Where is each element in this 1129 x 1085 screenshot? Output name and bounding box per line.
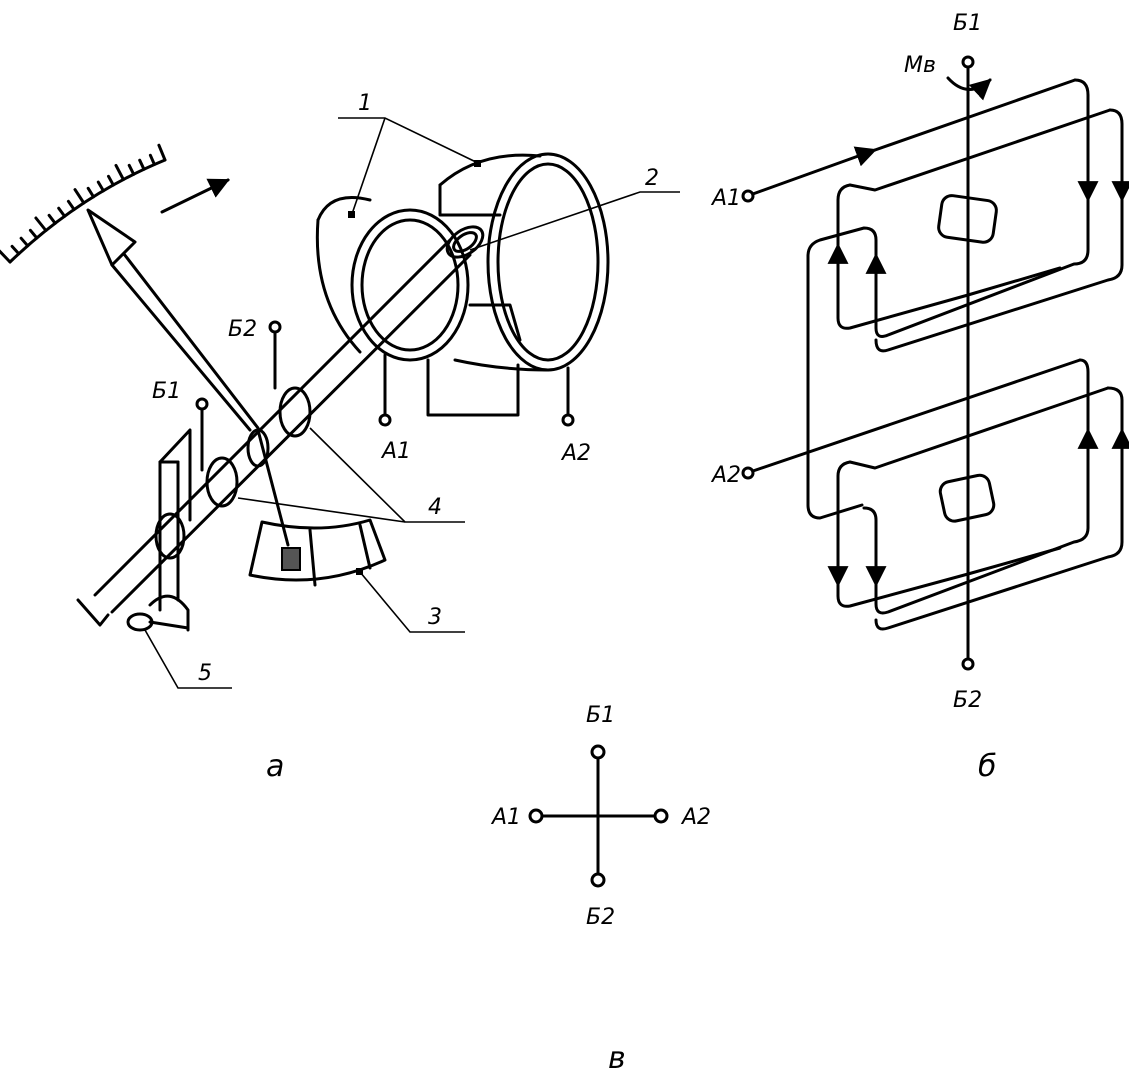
scale-tick — [19, 236, 30, 248]
terminal-a1-dot-b — [741, 189, 755, 203]
terminal-a2-dot-c — [653, 808, 669, 824]
scale-tick — [47, 213, 57, 225]
terminal-label-b1-c: Б1 — [586, 703, 615, 728]
torque-arrow — [946, 76, 992, 101]
torque-label: Мв — [904, 53, 936, 78]
terminal-label-a2-b: А2 — [710, 463, 741, 488]
coil-leads — [378, 353, 575, 427]
terminal-b1-dot-a — [195, 397, 209, 411]
lead-a1 — [748, 146, 877, 197]
scale-tick — [86, 186, 95, 199]
damper — [248, 428, 387, 587]
scale-tick — [148, 153, 156, 166]
figure-a-caption: а — [266, 749, 284, 784]
callout-label-5: 5 — [198, 661, 212, 686]
terminal-b2-dot-c — [590, 872, 606, 888]
callout-label-2: 2 — [645, 166, 659, 191]
scale-tick — [138, 158, 146, 171]
figure-c-caption: в — [608, 1041, 626, 1076]
terminal-a1-dot-c — [528, 808, 544, 824]
figure-b-caption: б — [978, 749, 997, 784]
scale-tick — [114, 163, 125, 181]
scale-tick — [10, 244, 21, 256]
scale-tick — [73, 188, 86, 205]
damper-vane — [281, 547, 301, 571]
terminal-label-a2-a: А2 — [560, 441, 591, 466]
lead-a2 — [748, 358, 1082, 474]
terminal-label-b2-c: Б2 — [586, 905, 615, 930]
terminal-a1-dot — [378, 413, 392, 427]
figure-a-mechanism: 1 2 3 4 5 Б2 Б1 А1 А2 а — [0, 91, 680, 784]
magnet-core — [438, 152, 610, 372]
callout-1-dot-left — [348, 211, 355, 218]
terminal-a2-dot — [561, 413, 575, 427]
support-bracket — [148, 428, 192, 632]
terminal-label-a1-a: А1 — [380, 439, 411, 464]
terminal-b1-dot-c — [590, 744, 606, 760]
shaft — [76, 238, 472, 627]
callout-label-1: 1 — [358, 91, 372, 116]
terminal-label-a1-b: А1 — [710, 186, 741, 211]
callout-leaders — [144, 117, 680, 689]
pointer — [86, 208, 260, 432]
scale-tick — [0, 249, 12, 264]
scale-tick — [96, 180, 105, 193]
callout-label-3: 3 — [428, 605, 442, 630]
lower-moving-coil — [938, 473, 996, 523]
terminal-b2-dot-a — [268, 320, 282, 334]
figure-c-symbol: Б1 Б2 А1 А2 в — [490, 703, 711, 1076]
hairsprings — [154, 320, 312, 560]
scale-tick — [57, 206, 67, 218]
scale-tick — [34, 216, 48, 232]
terminal-b2-dot-b — [961, 657, 975, 671]
terminal-label-b2-a: Б2 — [228, 317, 257, 342]
terminal-label-b2-b: Б2 — [953, 688, 982, 713]
upper-winding — [806, 78, 1129, 520]
terminal-label-a1-c: А1 — [490, 805, 521, 830]
upper-moving-coil — [937, 194, 998, 244]
terminal-a2-dot-b — [741, 466, 755, 480]
figure-b-circuit: Мв Б1 Б2 А1 А2 б — [710, 11, 1129, 784]
zero-corrector — [126, 612, 190, 632]
scale-tick — [66, 199, 76, 211]
instrument-scale — [0, 143, 167, 264]
motion-arrow — [160, 178, 230, 214]
terminal-b1-dot-b — [961, 55, 975, 69]
moving-coil — [445, 225, 485, 259]
terminal-label-b1-a: Б1 — [152, 379, 181, 404]
scale-tick — [127, 163, 136, 176]
terminal-label-b1-b: Б1 — [953, 11, 982, 36]
scale-tick — [157, 143, 167, 162]
callout-label-4: 4 — [428, 495, 442, 520]
scale-tick — [28, 228, 39, 240]
scale-tick — [107, 174, 115, 187]
lower-winding — [827, 358, 1129, 631]
terminal-label-a2-c: А2 — [680, 805, 711, 830]
